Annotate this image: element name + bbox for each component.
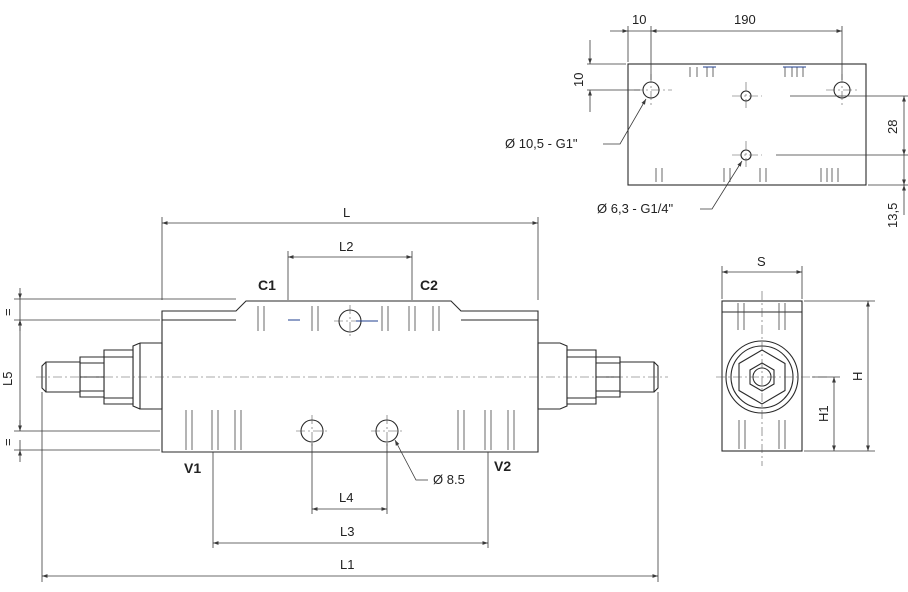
dim-L5: L5 <box>0 372 15 386</box>
dim-eq-bottom: = <box>0 438 15 446</box>
dim-10-vertical: 10 <box>571 73 586 87</box>
dim-28: 28 <box>885 120 900 134</box>
hex-nut <box>738 349 786 405</box>
dim-L: L <box>343 205 350 220</box>
dim-13-5: 13,5 <box>885 203 900 228</box>
front-view: C1 C2 V1 V2 L L2 L4 L3 L1 = L5 = <box>0 205 668 582</box>
top-view-body <box>627 63 867 186</box>
dim-10-horizontal: 10 <box>632 12 646 27</box>
dim-H: H <box>850 372 865 381</box>
port-label-v2: V2 <box>494 458 511 474</box>
port-label-c2: C2 <box>420 277 438 293</box>
dim-L4: L4 <box>339 490 353 505</box>
callout-hole-large: Ø 10,5 - G1" <box>505 136 578 151</box>
dim-L2: L2 <box>339 239 353 254</box>
side-view: S H H1 <box>716 254 875 466</box>
top-view: 10 190 10 28 13,5 Ø 10,5 - G1" Ø 6,3 - G… <box>505 12 908 228</box>
dim-L3: L3 <box>340 524 354 539</box>
port-label-v1: V1 <box>184 460 201 476</box>
callout-hole-small: Ø 6,3 - G1/4" <box>597 201 674 216</box>
dim-H1: H1 <box>816 405 831 422</box>
port-label-c1: C1 <box>258 277 276 293</box>
dim-S: S <box>757 254 766 269</box>
dim-eq-top: = <box>0 308 15 316</box>
dim-L1: L1 <box>340 557 354 572</box>
callout-hole-v: Ø 8.5 <box>433 472 465 487</box>
dim-190: 190 <box>734 12 756 27</box>
